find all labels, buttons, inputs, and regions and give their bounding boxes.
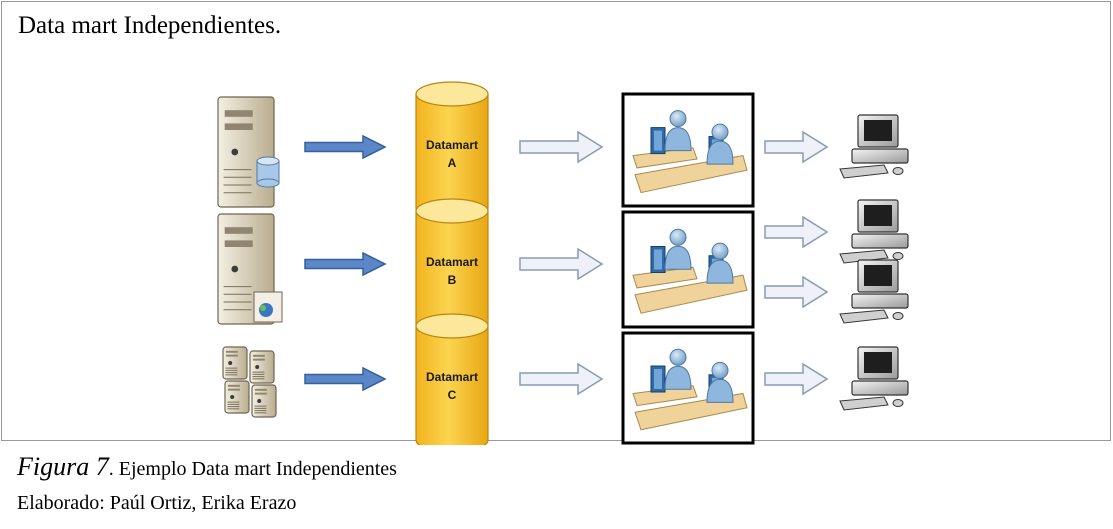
- flow-arrow: [519, 130, 604, 164]
- users-group-icon: [621, 210, 755, 329]
- figure-label: Figura 7: [17, 452, 109, 481]
- client-arrow: [764, 275, 829, 309]
- client-arrow: [764, 362, 829, 396]
- figure-credit: Elaborado: Paúl Ortiz, Erika Erazo: [17, 492, 297, 514]
- server-cluster-icon: [222, 346, 277, 418]
- server-web-icon: [217, 213, 283, 325]
- client-arrow: [764, 215, 829, 249]
- computer-icon: [839, 259, 909, 324]
- users-group-icon: [621, 92, 755, 208]
- computer-icon: [839, 346, 909, 411]
- figure-frame: [1, 1, 1111, 441]
- flow-arrow: [519, 362, 604, 396]
- datamart-letter: A: [448, 156, 457, 170]
- client-arrow: [764, 130, 829, 164]
- figure-caption: Figura 7. Ejemplo Data mart Independient…: [17, 452, 397, 482]
- datamart-label: Datamart: [426, 370, 478, 384]
- flow-arrow: [519, 247, 604, 281]
- server-database-icon: [217, 96, 280, 208]
- computer-icon: [839, 199, 909, 264]
- datamart-label: Datamart: [426, 138, 478, 152]
- figure-caption-text: . Ejemplo Data mart Independientes: [108, 458, 397, 480]
- source-arrow: [304, 366, 387, 392]
- datamart-letter: C: [448, 388, 457, 402]
- diagram-title: Data mart Independientes.: [18, 12, 282, 39]
- datamart-label: Datamart: [426, 255, 478, 269]
- source-arrow: [304, 134, 387, 160]
- computer-icon: [839, 114, 909, 179]
- source-arrow: [304, 251, 387, 277]
- users-group-icon: [621, 331, 755, 445]
- datamart-letter: B: [448, 273, 457, 287]
